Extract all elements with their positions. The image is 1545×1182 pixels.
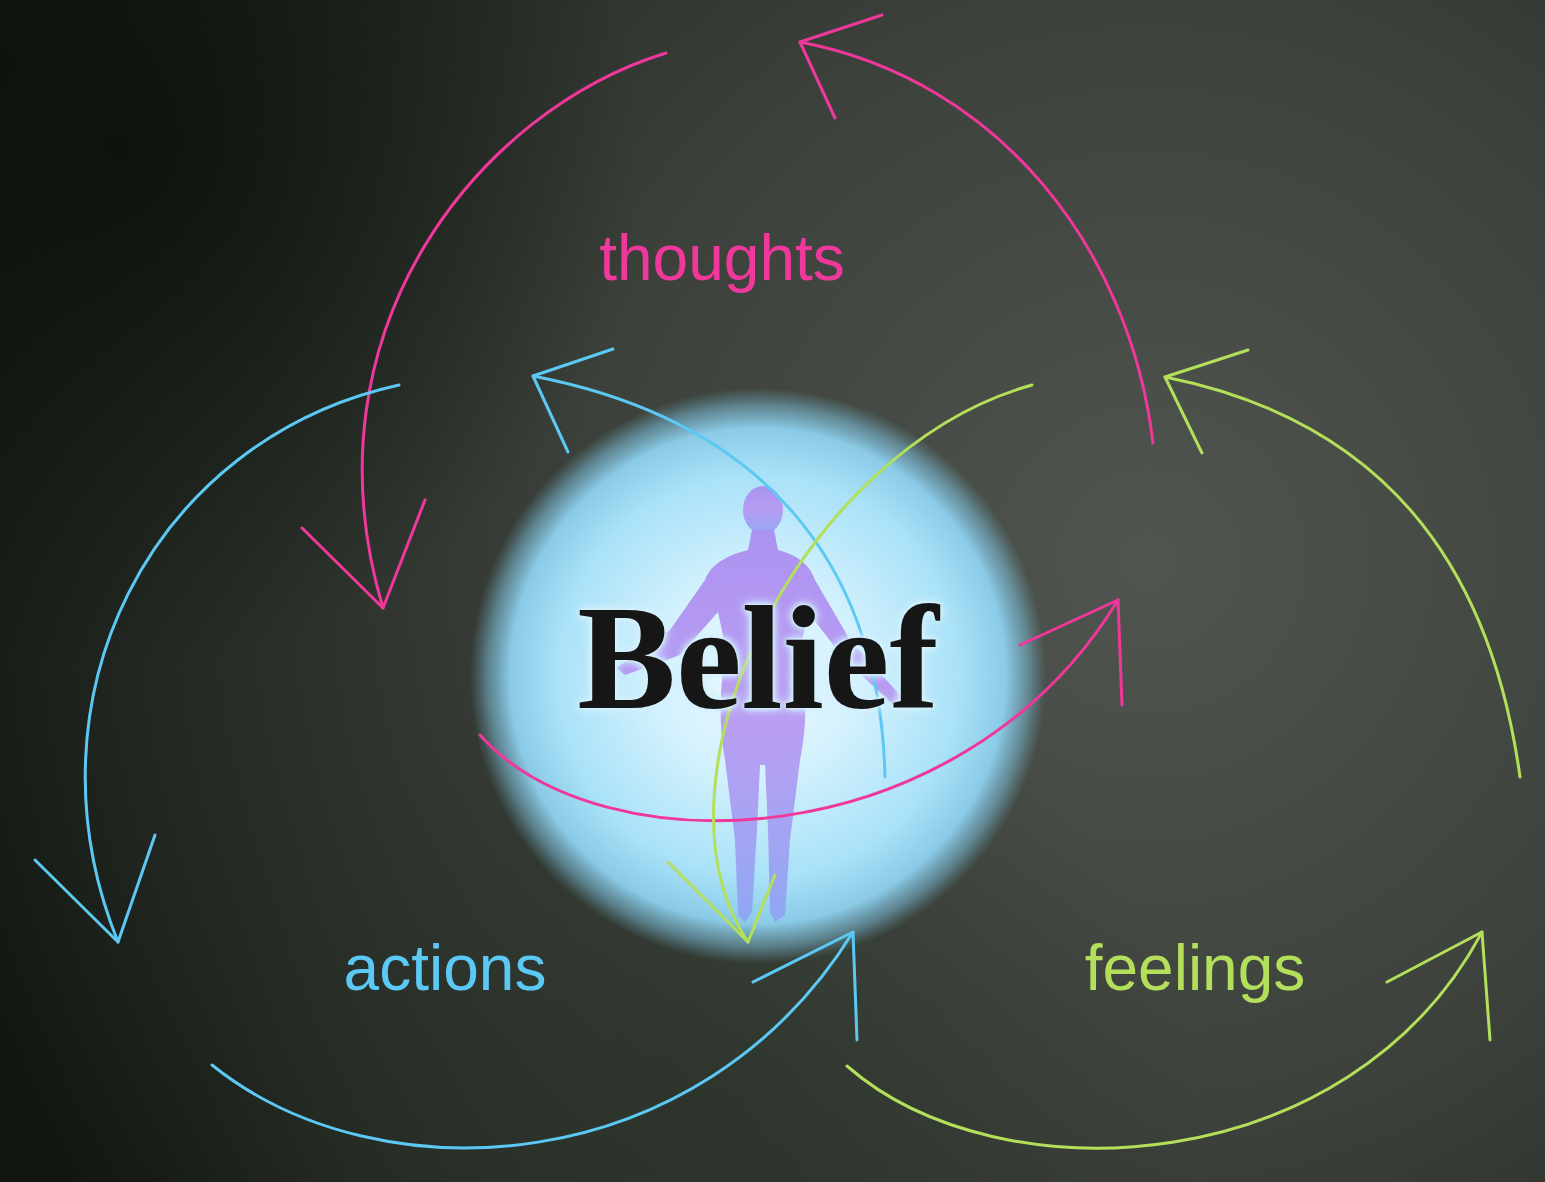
cycle-arrow <box>212 932 853 1148</box>
cycle-arrow <box>714 385 1032 942</box>
cycle-arrow <box>362 53 666 608</box>
arrowhead <box>533 349 613 452</box>
cycle-label: feelings <box>1085 933 1306 1003</box>
arrowhead <box>753 932 857 1040</box>
cycle-arrow <box>85 385 399 942</box>
silhouette-body <box>616 530 906 922</box>
glow-circle-fill <box>470 388 1046 964</box>
actions-cycle-arrows <box>35 349 885 1148</box>
arrowhead <box>1020 600 1122 705</box>
cycle-arrow <box>533 376 885 777</box>
thoughts-cycle-arrows <box>302 15 1153 821</box>
cycle-label: thoughts <box>599 223 845 293</box>
arrowhead <box>302 500 425 608</box>
cycle-arrow <box>800 42 1153 443</box>
human-silhouette <box>616 486 906 922</box>
belief-circle: Belief <box>470 388 1046 964</box>
silhouette-head <box>743 486 783 534</box>
arrowhead <box>1387 932 1490 1040</box>
arrowhead <box>800 15 882 118</box>
cycle-label: actions <box>344 933 547 1003</box>
arrowhead <box>668 862 775 942</box>
cycle-arrow <box>480 600 1118 821</box>
arrowhead <box>35 835 155 942</box>
arrowhead <box>1165 350 1248 453</box>
feelings-cycle-arrows <box>668 350 1520 1148</box>
belief-title: Belief <box>577 577 939 740</box>
cycle-arrow <box>847 932 1482 1148</box>
cycle-arrow <box>1165 377 1520 777</box>
